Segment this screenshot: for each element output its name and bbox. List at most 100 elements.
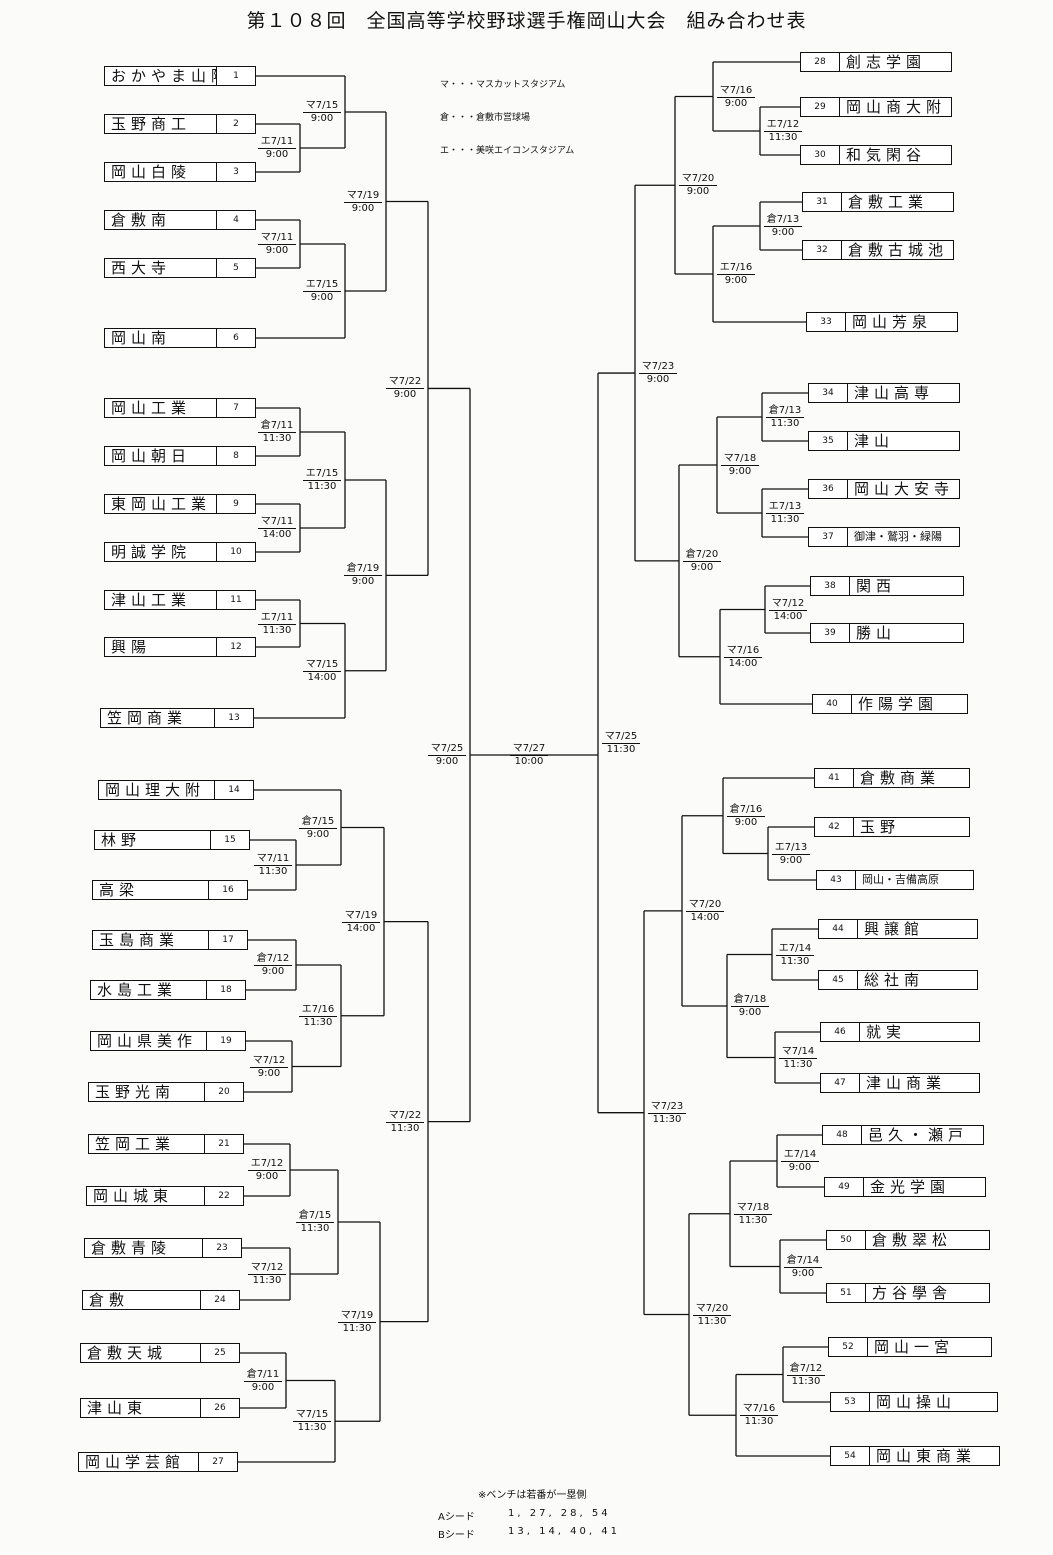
- game-time: 9:00: [303, 112, 341, 124]
- seed-a-list: 1, 27, 28, 54: [508, 1508, 611, 1519]
- team-name: 勝山: [856, 624, 897, 642]
- game-venue-date: マ7/19: [344, 909, 378, 921]
- team-name: 玉島商業: [99, 931, 180, 949]
- game-time: 9:00: [781, 1161, 819, 1173]
- team-name: 津山高専: [854, 384, 935, 402]
- game-time: 9:00: [721, 465, 759, 477]
- team-number: 8: [216, 447, 255, 465]
- team-number: 4: [216, 211, 255, 229]
- bench-note: ※ベンチは若番が一塁側: [478, 1490, 587, 1501]
- team-number: 24: [200, 1291, 239, 1309]
- game-venue-date: エ7/14: [783, 1149, 817, 1160]
- team-name: 倉敷天城: [87, 1344, 168, 1362]
- legend-line: 倉・・・倉敷市営球場: [440, 113, 531, 123]
- team-name: 岡山工業: [111, 399, 192, 417]
- team-name: 作陽学園: [858, 695, 939, 713]
- team-number: 51: [827, 1284, 866, 1302]
- game-venue-date: 倉7/13: [768, 405, 802, 416]
- game-venue-date: マ7/18: [736, 1201, 770, 1213]
- team-entry: 倉敷天城 25: [80, 1343, 240, 1363]
- game-venue-date: 倉7/15: [298, 1210, 332, 1221]
- team-name: 就実: [866, 1023, 907, 1041]
- team-name: 津山工業: [111, 591, 192, 609]
- team-number: 9: [216, 495, 255, 513]
- game-venue-date: マ7/19: [340, 1309, 374, 1321]
- game-venue-date: マ7/25: [604, 730, 638, 742]
- team-number: 48: [823, 1126, 862, 1144]
- game-time: 11:30: [734, 1213, 772, 1226]
- team-name: 岡山商大附: [846, 98, 947, 116]
- game-time: 9:00: [639, 373, 677, 385]
- team-name: 水島工業: [97, 981, 178, 999]
- game-venue-date: マ7/15: [295, 1409, 329, 1421]
- team-number: 15: [210, 831, 249, 849]
- game-venue-date: 倉7/16: [729, 803, 763, 815]
- game-time: 9:00: [344, 575, 382, 587]
- game-venue-date: 倉7/19: [346, 563, 380, 575]
- page-title: 第１０８回 全国高等学校野球選手権岡山大会 組み合わせ表: [246, 10, 807, 32]
- team-number: 43: [817, 871, 856, 889]
- game-venue-date: マ7/19: [346, 189, 380, 201]
- team-number: 21: [204, 1135, 243, 1153]
- game-time: 11:30: [299, 1015, 337, 1028]
- venue-legend: マ・・・マスカットスタジアム 倉・・・倉敷市営球場 エ・・・美咲エイコンスタジア…: [440, 58, 574, 168]
- team-name: 関西: [856, 577, 897, 595]
- team-entry: おかやま山陽1: [104, 66, 256, 86]
- team-number: 53: [831, 1393, 870, 1411]
- team-number: 54: [831, 1447, 870, 1465]
- game-venue-date: 倉7/14: [786, 1254, 820, 1266]
- game-time: 11:30: [764, 131, 802, 143]
- team-name: 津山商業: [866, 1074, 947, 1092]
- team-name: 岡山・吉備高原: [862, 873, 939, 886]
- team-number: 25: [200, 1344, 239, 1362]
- team-name: 岡山南: [111, 329, 172, 347]
- team-number: 46: [821, 1023, 860, 1041]
- team-name: 岡山大安寺: [854, 480, 955, 498]
- game-venue-date: 倉7/18: [733, 994, 767, 1005]
- team-number: 1: [216, 67, 255, 85]
- team-name: 金光学園: [870, 1178, 951, 1196]
- game-time: 9:00: [784, 1266, 822, 1279]
- game-venue-date: 倉7/12: [256, 953, 290, 964]
- game-time: 11:30: [248, 1274, 286, 1286]
- game-time: 11:30: [693, 1314, 731, 1327]
- team-name: 倉敷古城池: [848, 241, 949, 259]
- team-name: 笠岡工業: [95, 1135, 176, 1153]
- team-name: 倉敷工業: [848, 193, 929, 211]
- game-time: 14:00: [258, 528, 296, 540]
